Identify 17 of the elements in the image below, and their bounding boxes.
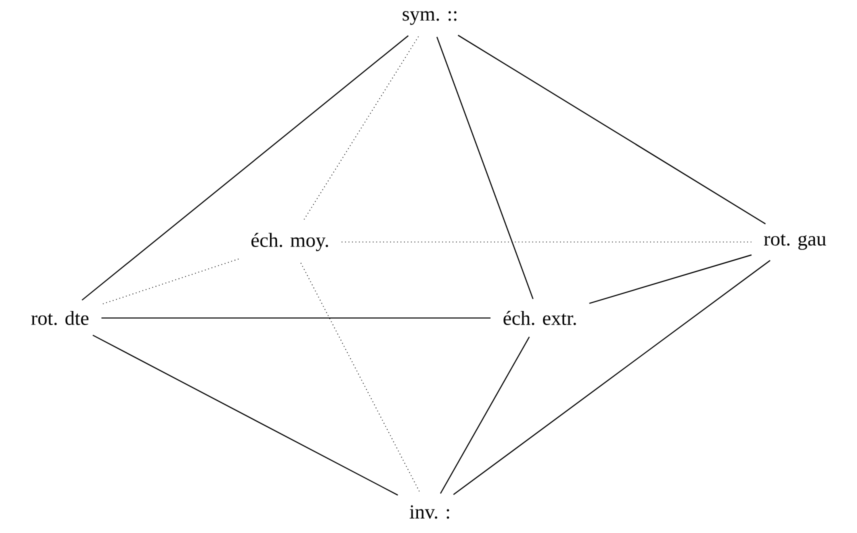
line: [440, 336, 530, 494]
line: [589, 254, 752, 304]
dotted-line: [100, 258, 239, 305]
line: [82, 35, 409, 301]
line: [453, 260, 770, 496]
line: [101, 317, 491, 319]
dotted-line: [300, 262, 421, 494]
line: [458, 34, 766, 224]
vertex-label: sym. ::: [402, 11, 456, 25]
vertex-label: rot. gau: [764, 234, 826, 250]
vertex-label: éch. extr.: [504, 310, 576, 326]
vertex-label: inv. :: [410, 505, 450, 519]
vertex-label: éch. moy.: [251, 232, 328, 252]
line: [92, 334, 398, 496]
dotted-line: [302, 36, 419, 222]
line: [436, 36, 534, 300]
vertex-label: rot. dte: [31, 310, 88, 326]
